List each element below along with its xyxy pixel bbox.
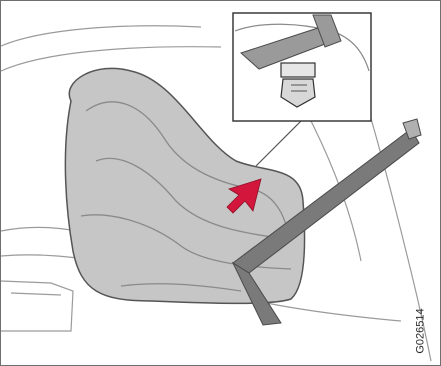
figure-code: G026514 <box>401 301 441 361</box>
inset-buckle-latch <box>281 63 315 77</box>
inset-detail <box>233 13 371 121</box>
rear-seat-outline <box>1 26 201 46</box>
console-outline <box>1 281 73 331</box>
figure-code-label: G026514 <box>415 308 427 353</box>
rear-seat-outline-2 <box>1 47 221 71</box>
callout-leader <box>256 121 301 166</box>
console-outline-2 <box>11 293 61 295</box>
